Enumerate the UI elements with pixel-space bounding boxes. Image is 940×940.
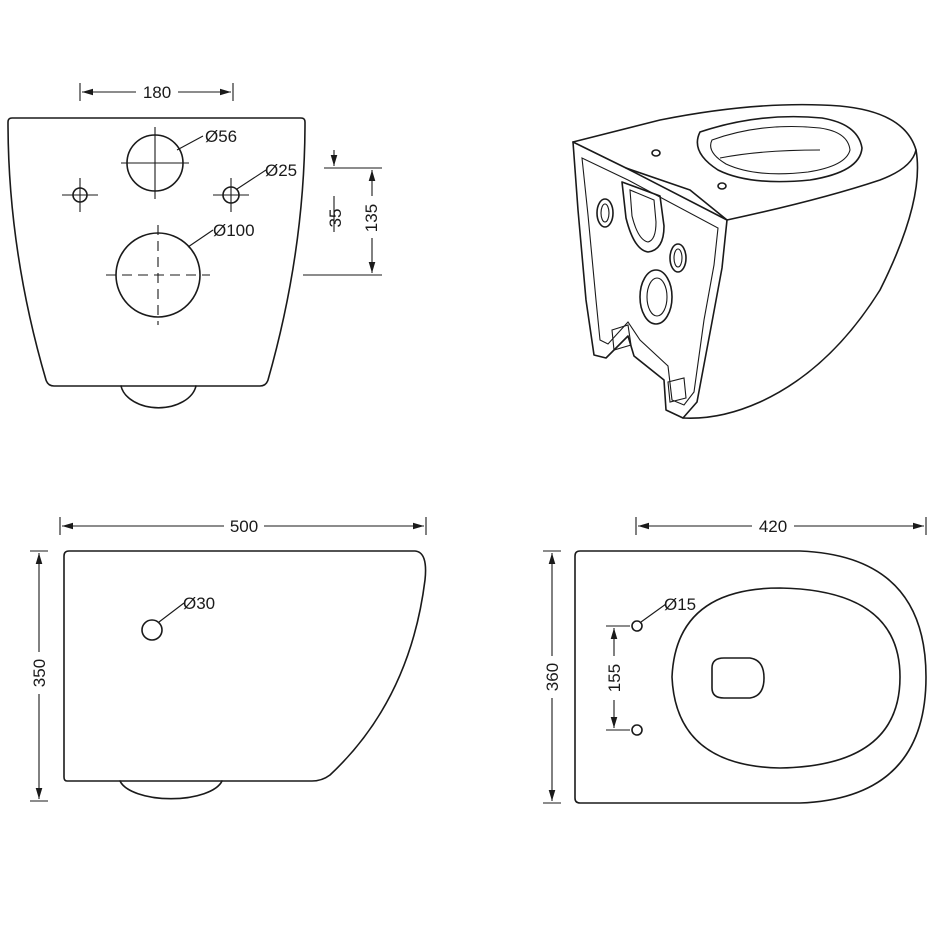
top-view-outline <box>574 550 927 804</box>
hole-left-small <box>62 178 98 212</box>
hole-30-label: Ø30 <box>183 594 215 613</box>
isometric-view <box>572 103 919 419</box>
back-view-base-disc <box>120 385 197 409</box>
leader-30: Ø30 <box>158 594 215 623</box>
dim-360-label: 360 <box>543 663 562 691</box>
top-view-rim <box>671 587 901 769</box>
dim-500: 500 <box>59 517 427 536</box>
iso-top-rear <box>625 167 728 221</box>
dim-180-label: 180 <box>143 83 171 102</box>
dim-500-label: 500 <box>230 517 258 536</box>
side-view: Ø30 500 350 <box>30 517 427 802</box>
dim-135: 135 <box>362 170 381 273</box>
hole-30 <box>141 619 163 641</box>
dim-35-label: 35 <box>326 209 345 228</box>
iso-bowl-inner <box>710 125 851 175</box>
iso-left-hole <box>596 198 614 228</box>
back-view: 180 Ø56 Ø25 Ø100 35 135 <box>7 83 382 409</box>
dim-360: 360 <box>543 550 562 804</box>
dim-350: 350 <box>30 550 49 802</box>
dim-135-label: 135 <box>362 204 381 232</box>
iso-top-edge <box>572 103 919 419</box>
iso-outlet <box>639 269 673 325</box>
leader-56: Ø56 <box>176 127 237 151</box>
side-view-base-disc <box>119 780 223 800</box>
top-view: Ø15 420 360 155 <box>543 517 927 804</box>
hole-15-label: Ø15 <box>664 595 696 614</box>
iso-right-hole <box>669 243 687 273</box>
hole-56-label: Ø56 <box>205 127 237 146</box>
top-view-outlet <box>711 657 765 699</box>
dim-420-label: 420 <box>759 517 787 536</box>
leader-100: Ø100 <box>187 221 255 248</box>
dim-350-label: 350 <box>30 659 49 687</box>
hole-100-label: Ø100 <box>213 221 255 240</box>
iso-bowl-opening <box>696 115 863 183</box>
iso-back-face <box>572 141 728 419</box>
hole-25-label: Ø25 <box>265 161 297 180</box>
hole-15-bottom <box>631 724 643 736</box>
leader-25: Ø25 <box>236 161 297 190</box>
iso-central-slot <box>621 181 665 253</box>
dim-155: 155 <box>605 625 630 731</box>
side-view-outline <box>63 550 427 782</box>
hole-100 <box>106 225 210 325</box>
dim-155-label: 155 <box>605 664 624 692</box>
hole-25 <box>213 178 249 212</box>
dim-35: 35 <box>326 150 345 232</box>
iso-top-hole-1 <box>651 149 661 157</box>
back-view-outline <box>7 117 306 387</box>
iso-top-hole-2 <box>717 182 727 190</box>
leader-15: Ø15 <box>640 595 696 623</box>
hole-56 <box>121 127 189 199</box>
hole-15-top <box>631 620 643 632</box>
dim-420: 420 <box>635 517 927 536</box>
dim-180: 180 <box>79 83 234 102</box>
